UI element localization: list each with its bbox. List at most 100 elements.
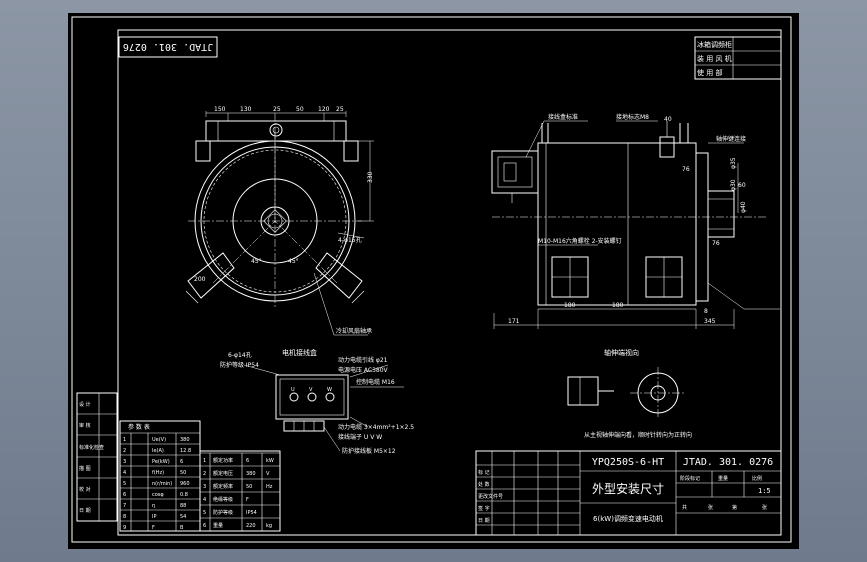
term-label-4: 控制电缆 M16 xyxy=(356,378,395,386)
outer-frame xyxy=(71,16,792,543)
spec-cell: kg xyxy=(266,523,272,529)
term-label-1: 防护等级 IP54 xyxy=(220,361,259,369)
sv-dim-5: 345 xyxy=(704,318,716,325)
spec-cell: V xyxy=(266,471,270,477)
rotated-doc-number: JTAD. 301. 0276 xyxy=(123,41,213,52)
sv-side-dim-2: φ40 xyxy=(740,201,747,213)
terminal-box: U V W 电机接线盒 6-φ14孔 防护等级 IP54 动力电缆引线 φ21 … xyxy=(220,348,414,455)
spec-cell: 2 xyxy=(203,471,206,477)
tb-sign-label: 签 字 xyxy=(478,505,490,512)
tb-col-2: 比例 xyxy=(752,475,762,482)
sv-side-dim-1: φ30 xyxy=(730,179,737,191)
sv-dim-6: 76 xyxy=(682,166,690,173)
left-label-2: 标准化检查 xyxy=(79,444,104,451)
spec-cell: 绝缘等级 xyxy=(213,496,233,503)
fv-dim-9: 45° xyxy=(288,258,299,265)
tb-footer-3: 张 xyxy=(762,504,767,511)
spec-cell: 6 xyxy=(203,523,206,529)
param-cell: f(Hz) xyxy=(152,470,164,476)
cad-viewport[interactable]: JTAD. 301. 0276 冰箱调频柜 装 用 风 机 使 用 部 xyxy=(68,13,799,549)
spec-cell: 防护等级 xyxy=(213,509,233,516)
tb-col-1: 重量 xyxy=(718,475,728,482)
sv-dim-1: 171 xyxy=(508,318,520,325)
fv-dim-6: 330 xyxy=(367,171,374,183)
param-cell: 2 xyxy=(123,448,126,454)
tr-table-row-2: 装 用 风 机 xyxy=(697,54,732,63)
rotated-doc-box: JTAD. 301. 0276 xyxy=(118,36,218,58)
spec-cell: 3 xyxy=(203,484,206,490)
tb-sign-label: 更改文件号 xyxy=(478,493,503,500)
drawing-title: 外型安装尺寸 xyxy=(592,481,664,496)
param-cell: B xyxy=(180,525,184,531)
sv-callout-0: 接线盒标准 xyxy=(548,113,578,121)
param-cell: 50 xyxy=(180,470,186,476)
spec-cell: 额定频率 xyxy=(213,483,233,490)
terminal-u: U xyxy=(291,387,295,393)
param-cell: 960 xyxy=(180,481,190,487)
sv-dim-0: 40 xyxy=(664,116,672,123)
param-cell: 6 xyxy=(123,492,126,498)
tr-table-row-3: 使 用 部 xyxy=(697,68,722,77)
param-cell: 54 xyxy=(180,514,186,520)
terminal-w: W xyxy=(327,387,332,393)
fv-callout-holes: 4-φ15孔 xyxy=(338,236,362,244)
param-cell: 5 xyxy=(123,481,126,487)
doc-number: JTAD. 301. 0276 xyxy=(683,457,773,468)
left-label-3: 描 图 xyxy=(79,465,91,472)
param-cell: 12.8 xyxy=(180,448,191,454)
model-number: YPQ250S-6-HT xyxy=(592,457,664,468)
fv-dim-8: 45° xyxy=(251,258,262,265)
spec-cell: 5 xyxy=(203,510,206,516)
param-cell: 7 xyxy=(123,503,126,509)
sv-side-dim-0: φ35 xyxy=(730,157,737,169)
sv-dim-8: 60 xyxy=(738,182,746,189)
spec-cell: 6 xyxy=(246,458,249,464)
left-signoff: 设 计 审 核 标准化检查 描 图 校 对 日 期 xyxy=(76,392,118,522)
param-cell: 3 xyxy=(123,459,126,465)
param-cell: 8 xyxy=(123,514,126,520)
fv-dim-4: 120 xyxy=(318,106,330,113)
tb-footer-2: 第 xyxy=(732,504,737,511)
tb-sign-label: 标 记 xyxy=(478,469,490,476)
tb-footer-0: 共 xyxy=(682,504,687,511)
inner-frame xyxy=(117,29,782,536)
term-label-6: 接线端子 U V W xyxy=(338,433,382,441)
term-label-0: 6-φ14孔 xyxy=(228,351,252,359)
fv-dim-1: 130 xyxy=(240,106,252,113)
spec-cell: kW xyxy=(266,458,274,464)
spec-cell: 50 xyxy=(246,484,252,490)
shaft-view: 轴伸端视向 从主视轴伸端向看，顺时针转向为正转向 xyxy=(567,348,692,439)
tr-table-row-1: 冰箱调频柜 xyxy=(697,40,732,49)
engineering-drawing: JTAD. 301. 0276 冰箱调频柜 装 用 风 机 使 用 部 xyxy=(71,16,792,543)
title-block: YPQ250S-6-HT JTAD. 301. 0276 外型安装尺寸 6(kW… xyxy=(475,450,782,536)
param-cell: η xyxy=(152,503,155,509)
param-cell: 9 xyxy=(123,525,126,531)
sv-callout-3: 轴伸键连接 xyxy=(716,135,746,143)
spec-cell: 4 xyxy=(203,497,206,503)
shaft-caption: 轴伸端视向 xyxy=(604,348,639,357)
param-cell: 0.8 xyxy=(180,492,188,498)
spec-cell: F xyxy=(246,497,249,503)
spec-cell: 重量 xyxy=(213,522,223,529)
spec-cell: Hz xyxy=(266,484,273,490)
fv-dim-5: 25 xyxy=(336,106,344,113)
left-label-4: 校 对 xyxy=(79,486,91,493)
spec-cell: 额定电压 xyxy=(213,470,233,477)
param-cell: 4 xyxy=(123,470,126,476)
spec-cell: 220 xyxy=(246,523,256,529)
term-label-3: 电源电压 AC380V xyxy=(338,366,389,374)
tb-footer-1: 张 xyxy=(708,504,713,511)
sv-dim-3: 180 xyxy=(612,302,624,309)
spec-cell: 380 xyxy=(246,471,256,477)
fv-dim-2: 25 xyxy=(273,106,281,113)
term-label-5: 动力电缆 3×4mm²+1×2.5 xyxy=(338,423,414,431)
left-label-1: 审 核 xyxy=(79,422,91,429)
param-cell: cosφ xyxy=(152,492,164,498)
company-name: 6(kW)调频变速电动机 xyxy=(593,514,663,523)
param-cell: 380 xyxy=(180,437,190,443)
fv-callout-fan: 冷却风扇轴承 xyxy=(336,327,372,335)
spec-cell: 额定功率 xyxy=(213,457,233,464)
top-right-table: 冰箱调频柜 装 用 风 机 使 用 部 xyxy=(694,36,782,80)
sv-callout-1: 接地标志M8 xyxy=(616,113,649,121)
